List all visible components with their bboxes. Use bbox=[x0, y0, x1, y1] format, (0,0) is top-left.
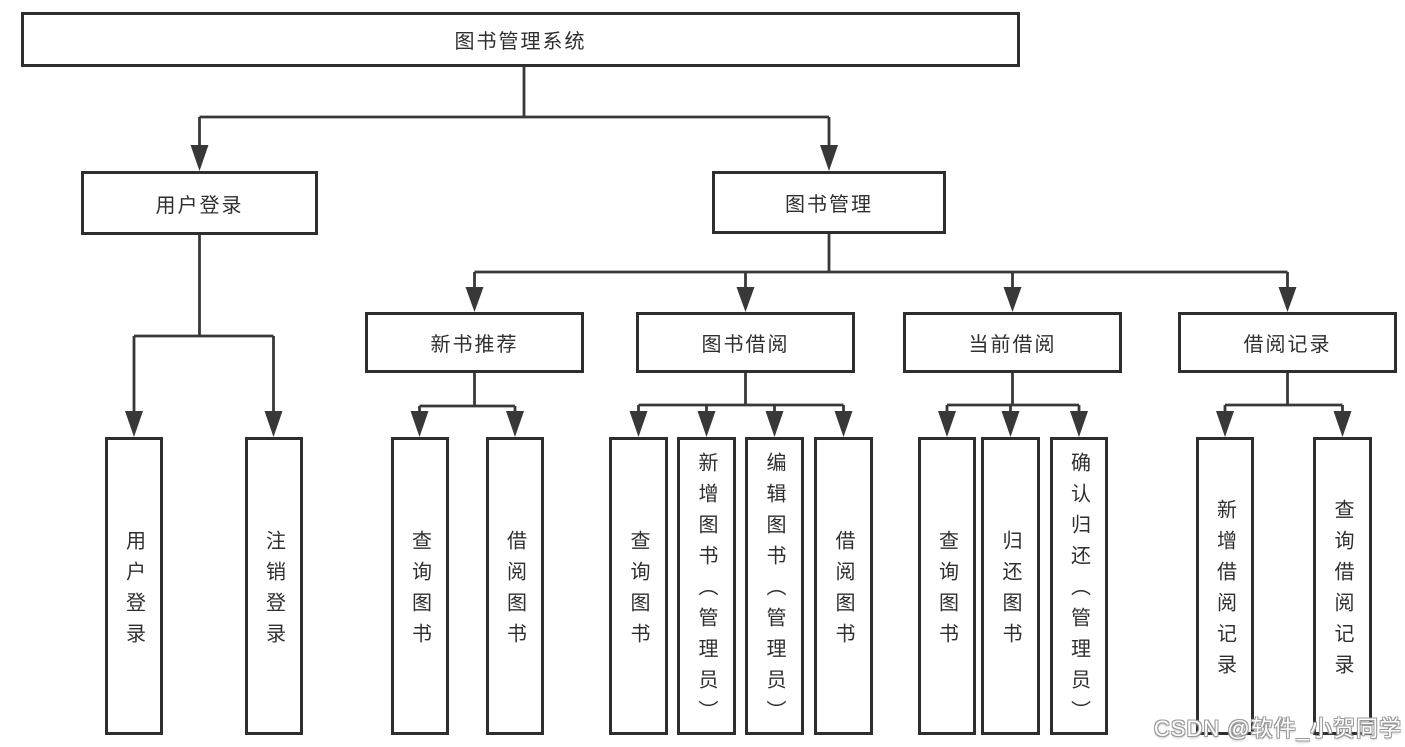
leaf-logout: 注销登录 bbox=[245, 437, 303, 735]
arrowheads-user-login-leaves bbox=[125, 411, 283, 437]
leaf-borrow-books: 借阅图书 bbox=[814, 437, 873, 735]
leaf-query-books-borrow: 查询图书 bbox=[609, 437, 668, 735]
leaf-add-book-admin: 新增图书（管理员） bbox=[677, 437, 736, 735]
leaf-user-login: 用户登录 bbox=[105, 437, 163, 735]
leaf-confirm-return-admin: 确认归还（管理员） bbox=[1050, 437, 1108, 735]
leaf-borrow-books-recommend-label: 借阅图书 bbox=[503, 529, 526, 654]
connector-new-book-rec-to-leaves bbox=[418, 373, 517, 412]
leaf-logout-label: 注销登录 bbox=[262, 529, 285, 654]
connector-book-mgmt-to-level3 bbox=[473, 234, 1289, 287]
arrowheads-book-borrow-leaves bbox=[629, 411, 853, 437]
leaf-edit-book-admin: 编辑图书（管理员） bbox=[745, 437, 804, 735]
node-user-login-label: 用户登录 bbox=[155, 194, 244, 217]
leaf-add-borrow-record-label: 新增借阅记录 bbox=[1213, 498, 1236, 685]
node-borrowing-records-label: 借阅记录 bbox=[1243, 334, 1332, 356]
connector-user-login-to-leaves bbox=[132, 235, 275, 412]
connector-root-to-level2 bbox=[198, 67, 831, 146]
leaf-return-books-label: 归还图书 bbox=[999, 529, 1021, 654]
arrowheads-borrow-record-leaves bbox=[1216, 411, 1352, 437]
connector-current-borrow-to-leaves bbox=[945, 373, 1081, 412]
leaf-borrow-books-label: 借阅图书 bbox=[832, 529, 854, 654]
node-root-system: 图书管理系统 bbox=[21, 12, 1020, 67]
arrowheads-level2 bbox=[190, 145, 838, 171]
arrowheads-new-book-rec-leaves bbox=[410, 411, 524, 437]
node-current-borrowing-label: 当前借阅 bbox=[968, 334, 1057, 356]
node-borrowing-records: 借阅记录 bbox=[1178, 312, 1397, 373]
node-root-label: 图书管理系统 bbox=[454, 31, 587, 53]
leaf-edit-book-admin-label: 编辑图书（管理员） bbox=[763, 452, 785, 731]
node-book-management-label: 图书管理 bbox=[785, 194, 873, 216]
leaf-add-book-admin-label: 新增图书（管理员） bbox=[695, 452, 717, 731]
leaf-return-books: 归还图书 bbox=[981, 437, 1040, 735]
node-current-borrowing: 当前借阅 bbox=[903, 312, 1122, 373]
leaf-add-borrow-record: 新增借阅记录 bbox=[1196, 437, 1254, 735]
leaf-query-books-recommend-label: 查询图书 bbox=[408, 529, 431, 654]
arrowheads-level3 bbox=[465, 287, 1297, 312]
leaf-query-books-recommend: 查询图书 bbox=[391, 437, 449, 735]
leaf-user-login-label: 用户登录 bbox=[122, 529, 145, 654]
csdn-watermark: CSDN @软件_小贺同学 bbox=[1153, 716, 1402, 741]
leaf-confirm-return-admin-label: 确认归还（管理员） bbox=[1067, 452, 1090, 731]
node-book-management: 图书管理 bbox=[712, 171, 946, 234]
connector-book-borrow-to-leaves bbox=[637, 373, 845, 412]
node-new-book-recommend-label: 新书推荐 bbox=[430, 334, 519, 356]
connector-borrow-record-to-leaves bbox=[1223, 373, 1344, 412]
leaf-query-books-current-label: 查询图书 bbox=[935, 529, 958, 654]
leaf-borrow-books-recommend: 借阅图书 bbox=[486, 437, 544, 735]
node-user-login: 用户登录 bbox=[81, 171, 318, 235]
node-book-borrowing-label: 图书借阅 bbox=[701, 334, 790, 356]
leaf-query-books-borrow-label: 查询图书 bbox=[627, 529, 649, 654]
node-book-borrowing: 图书借阅 bbox=[636, 312, 855, 373]
arrowheads-current-borrow-leaves bbox=[938, 411, 1088, 437]
node-new-book-recommend: 新书推荐 bbox=[365, 312, 584, 373]
leaf-query-borrow-record: 查询借阅记录 bbox=[1313, 437, 1372, 735]
leaf-query-books-current: 查询图书 bbox=[918, 437, 976, 735]
leaf-query-borrow-record-label: 查询借阅记录 bbox=[1331, 498, 1353, 685]
